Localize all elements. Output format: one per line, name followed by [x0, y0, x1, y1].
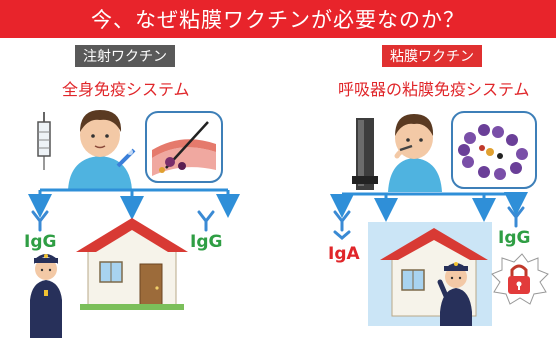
injection-vaccine-badge: 注射ワクチン	[75, 45, 175, 67]
injection-patient-icon	[68, 110, 136, 190]
respiratory-mucosal-immunity-subtitle: 呼吸器の粘膜免疫システム	[338, 80, 530, 99]
left-antibody-icon-1	[31, 210, 49, 232]
right-igg-label: IgG	[498, 228, 531, 248]
tissue-zoom-bubble-icon	[145, 111, 223, 183]
mucosal-vaccine-label: 粘膜ワクチン	[390, 49, 474, 65]
mucosal-vaccine-badge: 粘膜ワクチン	[382, 45, 482, 67]
right-police-officer-icon	[437, 262, 472, 326]
left-igg-label-2: IgG	[190, 232, 223, 252]
left-police-officer-icon	[30, 254, 62, 338]
right-antibody-icon-2	[507, 206, 525, 228]
nasal-patient-icon	[388, 114, 442, 192]
right-house-icon	[368, 222, 492, 326]
title-banner: 今、なぜ粘膜ワクチンが必要なのか？	[0, 0, 556, 38]
left-house-icon	[76, 218, 188, 310]
syringe-icon	[37, 112, 51, 170]
right-antibody-icon-1	[333, 210, 351, 240]
left-igg-label-1: IgG	[24, 232, 57, 252]
right-iga-label: IgA	[328, 244, 360, 264]
right-arrow-network	[330, 192, 528, 222]
left-antibody-icon-2	[197, 210, 215, 232]
lock-icon	[491, 253, 549, 305]
banner-title: 今、なぜ粘膜ワクチンが必要なのか？	[91, 8, 465, 32]
left-arrow-network	[28, 188, 240, 220]
mucosa-zoom-bubble-icon	[451, 111, 537, 189]
injection-vaccine-label: 注射ワクチン	[83, 49, 167, 65]
nasal-spray-icon	[352, 118, 378, 190]
systemic-immunity-subtitle: 全身免疫システム	[62, 80, 190, 99]
